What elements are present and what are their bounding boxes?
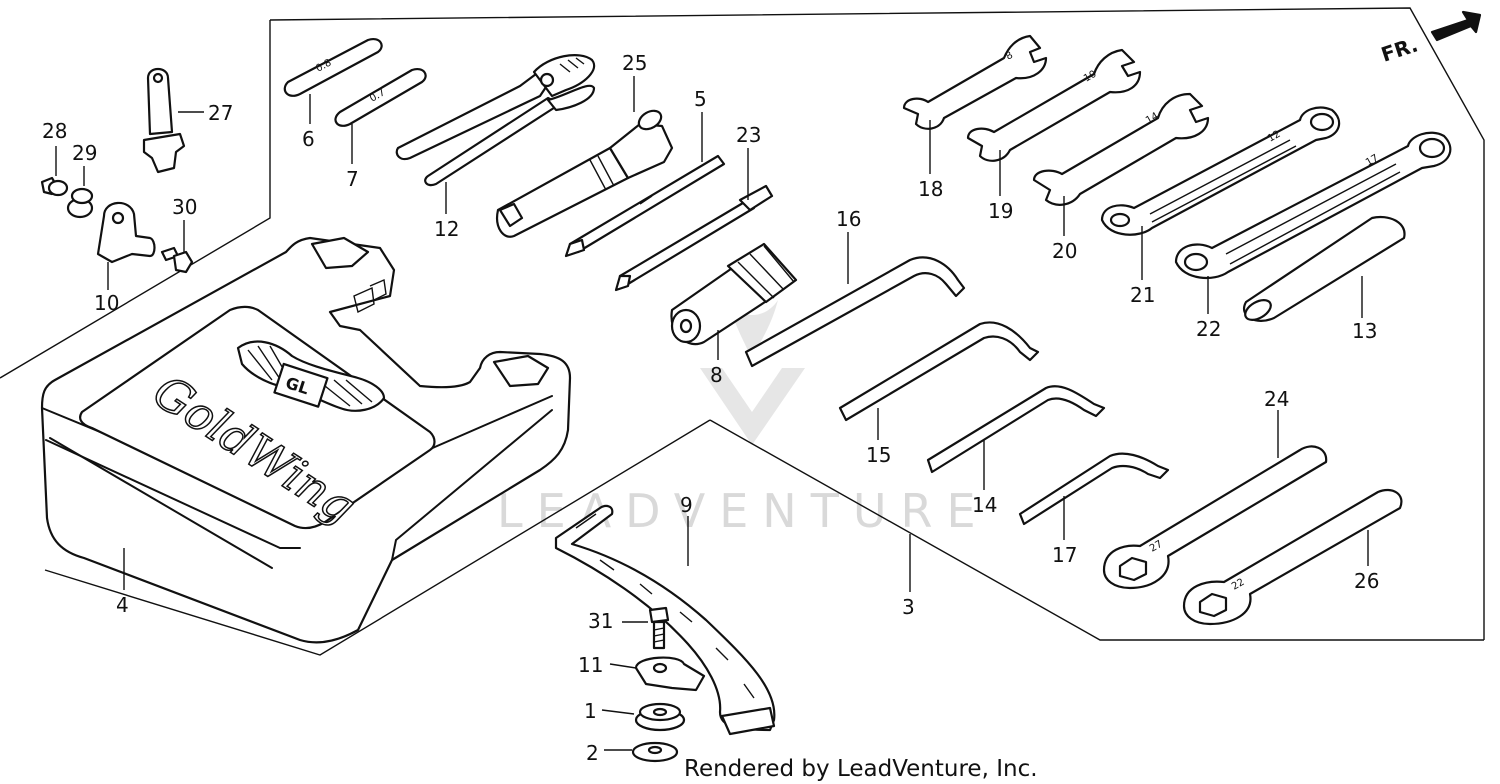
feeler-gauge-7: 0.7 (334, 68, 427, 127)
bolt-31 (648, 606, 670, 650)
callout-22: 22 (1196, 317, 1221, 341)
callout-31: 31 (588, 609, 613, 633)
callout-12: 12 (434, 217, 459, 241)
callout-29: 29 (72, 141, 97, 165)
callout-5: 5 (694, 87, 707, 111)
wrench-18-stamp: 8 (1004, 50, 1015, 63)
leader-lines (55, 76, 1369, 751)
ring-wrench-24: 27 (1102, 445, 1328, 590)
callout-20: 20 (1052, 239, 1077, 263)
washer-2 (631, 741, 679, 763)
callout-24: 24 (1264, 387, 1289, 411)
watermark-logo-icon (700, 300, 805, 445)
wrench-20: 14 (1032, 92, 1210, 206)
hex-key-15 (838, 321, 1040, 422)
ring-wrench-26: 22 (1182, 488, 1403, 626)
watermark: LEADVENTURE (497, 300, 976, 538)
callout-18: 18 (918, 177, 943, 201)
callout-25: 25 (622, 51, 647, 75)
callout-4: 4 (116, 593, 129, 617)
render-credit: Rendered by LeadVenture, Inc. (684, 756, 1038, 782)
wrench-18: 8 (902, 34, 1048, 130)
hex-key-14 (926, 385, 1106, 474)
callout-15: 15 (866, 443, 891, 467)
callout-labels: 1 2 3 4 5 6 7 8 9 10 11 12 13 14 15 16 1… (42, 51, 1379, 765)
callout-1: 1 (584, 699, 597, 723)
callout-14: 14 (972, 493, 997, 517)
screwdriver-5 (564, 154, 726, 258)
holder-pin (142, 67, 186, 174)
callout-3: 3 (902, 595, 915, 619)
callout-17: 17 (1052, 543, 1077, 567)
callout-13: 13 (1352, 319, 1377, 343)
callout-16: 16 (836, 207, 861, 231)
tool-case: GL GoldWing (40, 236, 572, 644)
clip-11 (634, 656, 706, 692)
callout-10: 10 (94, 291, 119, 315)
callout-27: 27 (208, 101, 233, 125)
grommet-29 (66, 187, 94, 219)
callout-9: 9 (680, 493, 693, 517)
hex-key-17 (1018, 452, 1170, 526)
bracket-10 (96, 201, 156, 264)
feeler-gauge-6: 0.8 (283, 38, 383, 97)
callout-28: 28 (42, 119, 67, 143)
wrench-21: 12 (1100, 106, 1341, 236)
callout-6: 6 (302, 127, 315, 151)
callout-19: 19 (988, 199, 1013, 223)
screwdriver-handle (670, 242, 798, 346)
front-arrow-icon (1430, 10, 1482, 42)
kit-outline (0, 7, 1485, 656)
handle-grip (1243, 215, 1406, 322)
case-emblem: GL (236, 340, 386, 412)
front-direction-label: FR. (1378, 32, 1421, 66)
callout-8: 8 (710, 363, 723, 387)
callout-21: 21 (1130, 283, 1155, 307)
hex-key-16 (744, 256, 966, 368)
screwdriver-23 (614, 184, 774, 292)
callout-30: 30 (172, 195, 197, 219)
front-direction-indicator: FR. (1378, 10, 1482, 67)
screw-28 (40, 176, 69, 197)
spark-plug-wrench (496, 109, 674, 238)
wrench-22: 17 (1174, 131, 1452, 279)
callout-7: 7 (346, 167, 359, 191)
bolt-30 (160, 246, 194, 274)
callout-11: 11 (578, 653, 603, 677)
callout-2: 2 (586, 741, 599, 765)
collar-1 (634, 702, 686, 732)
pliers (395, 54, 596, 187)
callout-23: 23 (736, 123, 761, 147)
callout-26: 26 (1354, 569, 1379, 593)
